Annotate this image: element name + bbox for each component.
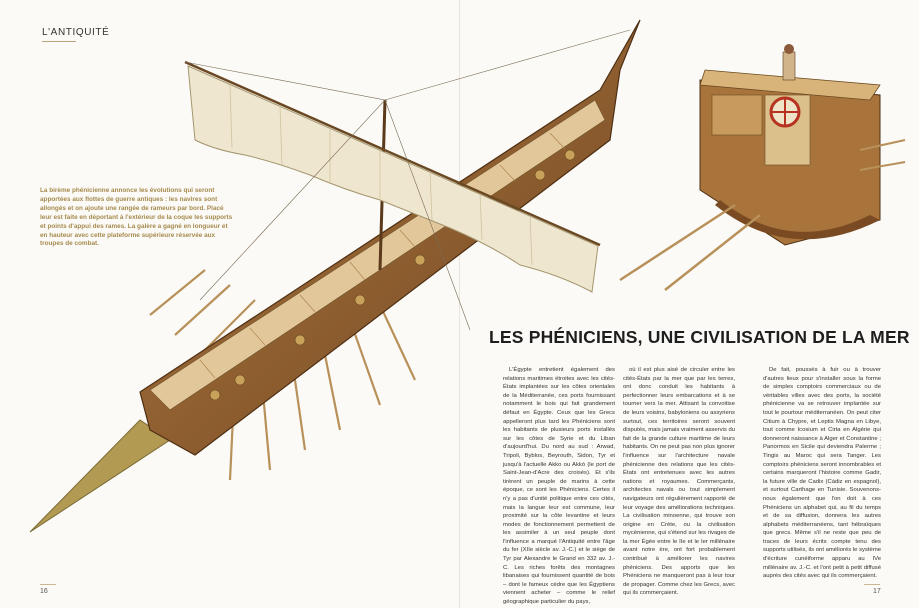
article-column-1: L'Égypte entretient également des relati… xyxy=(503,366,615,607)
yard xyxy=(184,60,601,247)
section-rule xyxy=(42,41,76,42)
paragraph: où il est plus aisé de circuler entre le… xyxy=(623,367,735,597)
page-number-left: 16 xyxy=(40,588,48,595)
article-column-3: De fait, poussés à fuir ou à trouver d'a… xyxy=(763,366,881,581)
ram xyxy=(29,419,171,533)
illustration-caption: La birème phénicienne annonce les évolut… xyxy=(40,187,233,248)
folio-rule-right xyxy=(864,584,880,585)
paragraph: L'Égypte entretient également des relati… xyxy=(503,367,615,606)
folio-rule-left xyxy=(40,584,56,585)
cutaway-detail xyxy=(619,44,906,291)
paragraph: De fait, poussés à fuir ou à trouver d'a… xyxy=(763,367,881,580)
article-title: LES PHÉNICIENS, UNE CIVILISATION DE LA M… xyxy=(489,327,910,347)
page-gutter xyxy=(459,0,460,608)
rigging xyxy=(184,29,631,331)
sail-seams xyxy=(229,84,533,266)
page-number-right: 17 xyxy=(873,588,881,595)
sail xyxy=(187,65,599,293)
section-label: L'ANTIQUITÉ xyxy=(42,27,110,38)
article-column-2: où il est plus aisé de circuler entre le… xyxy=(623,366,735,598)
